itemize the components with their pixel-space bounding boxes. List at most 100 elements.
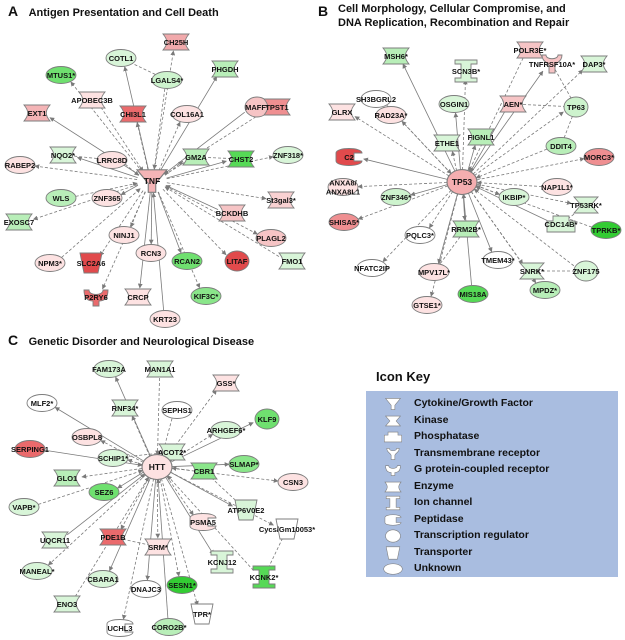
node-p2ry6[interactable]: P2RY6 bbox=[83, 289, 109, 307]
node-cotl1[interactable]: COTL1 bbox=[105, 49, 137, 67]
node-mpdz[interactable]: MPDZ* bbox=[529, 281, 561, 299]
node-gm2a[interactable]: GM2A bbox=[182, 148, 210, 166]
node-cbara1[interactable]: CBARA1 bbox=[87, 570, 119, 588]
node-rcan2[interactable]: RCAN2 bbox=[171, 252, 203, 270]
node-uqcr11[interactable]: UQCR11 bbox=[40, 531, 70, 549]
node-cdc14b[interactable]: CDC14B* bbox=[545, 215, 578, 233]
node-fmo1[interactable]: FMO1 bbox=[278, 252, 306, 270]
node-ninj1[interactable]: NINJ1 bbox=[108, 226, 140, 244]
node-klf9[interactable]: KLF9 bbox=[254, 408, 280, 430]
node-csn3[interactable]: CSN3 bbox=[277, 473, 309, 491]
node-scn3b[interactable]: SCN3B* bbox=[452, 59, 480, 83]
node-gtse1[interactable]: GTSE1* bbox=[411, 296, 443, 314]
node-glo1[interactable]: GLO1 bbox=[53, 469, 81, 487]
node-tp63[interactable]: TP63 bbox=[563, 96, 589, 118]
node-wls[interactable]: WLS bbox=[45, 189, 77, 207]
node-st3gal3[interactable]: St3gal3* bbox=[266, 191, 296, 209]
node-mpv17l[interactable]: MPV17L* bbox=[418, 263, 450, 281]
node-mis18a[interactable]: MIS18A bbox=[457, 285, 489, 303]
node-chi3l1[interactable]: CHI3L1 bbox=[119, 105, 147, 123]
node-rabep2[interactable]: RABEP2 bbox=[4, 156, 36, 174]
node-serping1[interactable]: SERPING1 bbox=[11, 440, 49, 458]
node-htt[interactable]: HTT bbox=[141, 453, 173, 481]
node-atp6v0e2[interactable]: ATP6V0E2 bbox=[228, 499, 265, 521]
node-nap1l1[interactable]: NAP1L1* bbox=[541, 178, 573, 196]
node-gss[interactable]: GSS* bbox=[212, 374, 240, 392]
node-snrk[interactable]: SNRK* bbox=[519, 262, 545, 280]
node-c2[interactable]: C2 bbox=[335, 148, 363, 166]
node-phgdh[interactable]: PHGDH bbox=[211, 60, 239, 78]
node-bckdhb[interactable]: BCKDHB bbox=[216, 204, 249, 222]
node-acot2[interactable]: ACOT2* bbox=[158, 443, 186, 461]
node-col16a1[interactable]: COL16A1 bbox=[170, 105, 204, 123]
node-osbpl8[interactable]: OSBPL8 bbox=[71, 428, 103, 446]
node-sesn1[interactable]: SESN1* bbox=[166, 576, 198, 594]
node-ddit4[interactable]: DDIT4 bbox=[545, 137, 577, 155]
node-znf365[interactable]: ZNF365 bbox=[91, 189, 123, 207]
node-rrm2b[interactable]: RRM2B* bbox=[451, 220, 481, 238]
node-mtus1[interactable]: MTUS1* bbox=[45, 66, 77, 84]
node-anxa8[interactable]: ANXA8/ANXA8L1 bbox=[326, 178, 360, 197]
node-tpr[interactable]: TPR* bbox=[190, 603, 214, 625]
node-nqo2[interactable]: NQO2* bbox=[49, 146, 77, 164]
node-tmem43[interactable]: TMEM43* bbox=[481, 251, 515, 269]
node-uchl3[interactable]: UCHL3 bbox=[106, 619, 134, 637]
node-ethe1[interactable]: ETHE1 bbox=[433, 134, 461, 152]
node-lgals4[interactable]: LGALS4* bbox=[151, 71, 184, 89]
node-kif3c[interactable]: KIF3C* bbox=[190, 287, 222, 305]
node-fignl1[interactable]: FIGNL1 bbox=[467, 128, 495, 146]
node-cycs[interactable]: Cycs/Gm10053* bbox=[259, 518, 315, 540]
node-znf175[interactable]: ZNF175 bbox=[572, 260, 600, 282]
node-plagl2[interactable]: PLAGL2 bbox=[255, 229, 287, 247]
node-pqlc3[interactable]: PQLC3* bbox=[404, 226, 436, 244]
node-litaf[interactable]: LITAF bbox=[224, 250, 250, 272]
node-schip1[interactable]: SCHIP1* bbox=[97, 449, 129, 467]
node-ikbip[interactable]: IKBIP* bbox=[498, 188, 530, 206]
node-sephs1[interactable]: SEPHS1 bbox=[161, 401, 193, 419]
node-maneal[interactable]: MANEAL* bbox=[20, 562, 55, 580]
node-tprkb[interactable]: TPRKB* bbox=[590, 221, 622, 239]
node-vapb[interactable]: VAPB* bbox=[8, 498, 40, 516]
node-lrrc8d[interactable]: LRRC8D bbox=[96, 151, 128, 169]
node-morc3[interactable]: MORC3* bbox=[583, 148, 615, 166]
node-osgin1[interactable]: OSGIN1 bbox=[438, 95, 470, 113]
node-arhgef6[interactable]: ARHGEF6* bbox=[207, 421, 246, 439]
node-pde1b[interactable]: PDE1B bbox=[99, 528, 127, 546]
node-znf318[interactable]: ZNF318* bbox=[272, 146, 304, 164]
node-glrx[interactable]: GLRX bbox=[328, 103, 356, 121]
node-rnf34[interactable]: RNF34* bbox=[111, 399, 139, 417]
node-tp53[interactable]: TP53 bbox=[446, 168, 478, 196]
node-shisa5[interactable]: SHISA5* bbox=[328, 213, 360, 231]
node-ext1[interactable]: EXT1 bbox=[23, 104, 51, 122]
node-rcn3[interactable]: RCN3 bbox=[135, 244, 167, 262]
node-sh3bgrl2[interactable]: SH3BGRL2 bbox=[356, 90, 396, 108]
node-crcp[interactable]: CRCP bbox=[124, 288, 152, 306]
node-fam173a[interactable]: FAM173A bbox=[92, 360, 126, 378]
node-mlf2[interactable]: MLF2* bbox=[26, 394, 58, 412]
node-exosc7[interactable]: EXOSC7 bbox=[4, 213, 34, 231]
node-coro2b[interactable]: CORO2B* bbox=[151, 618, 187, 636]
node-nfatc2ip[interactable]: NFATC2IP bbox=[354, 259, 390, 277]
node-kcnk2[interactable]: KCNK2* bbox=[250, 565, 279, 589]
node-dap3[interactable]: DAP3* bbox=[580, 55, 608, 73]
node-npm3[interactable]: NPM3* bbox=[34, 254, 66, 272]
node-cbr1[interactable]: CBR1 bbox=[190, 462, 218, 480]
node-msh6[interactable]: MSH6* bbox=[382, 47, 410, 65]
node-slmap[interactable]: SLMAP* bbox=[228, 455, 260, 473]
node-eno3[interactable]: ENO3 bbox=[53, 595, 81, 613]
node-srm[interactable]: SRM* bbox=[144, 538, 172, 556]
node-znf346[interactable]: ZNF346* bbox=[380, 188, 412, 206]
node-dnajc3[interactable]: DNAJC3 bbox=[130, 580, 162, 598]
node-kcnj12[interactable]: KCNJ12 bbox=[208, 550, 237, 574]
node-chst2[interactable]: CHST2 bbox=[227, 150, 255, 168]
node-tnfrsf10a[interactable]: TNFRSF10A* bbox=[529, 54, 575, 74]
node-psma5[interactable]: PSMA5 bbox=[189, 513, 217, 531]
node-tp53rk[interactable]: TP53RK* bbox=[570, 196, 602, 214]
node-apobec3b[interactable]: APOBEC3B bbox=[71, 91, 113, 109]
node-aen[interactable]: AEN* bbox=[499, 95, 527, 113]
node-sez6[interactable]: SEZ6 bbox=[88, 483, 120, 501]
node-ch25h[interactable]: CH25H bbox=[162, 33, 190, 51]
node-krt23[interactable]: KRT23 bbox=[149, 310, 181, 328]
node-tpst1[interactable]: TPST1 bbox=[263, 98, 291, 116]
node-man1a1[interactable]: MAN1A1 bbox=[145, 360, 176, 378]
